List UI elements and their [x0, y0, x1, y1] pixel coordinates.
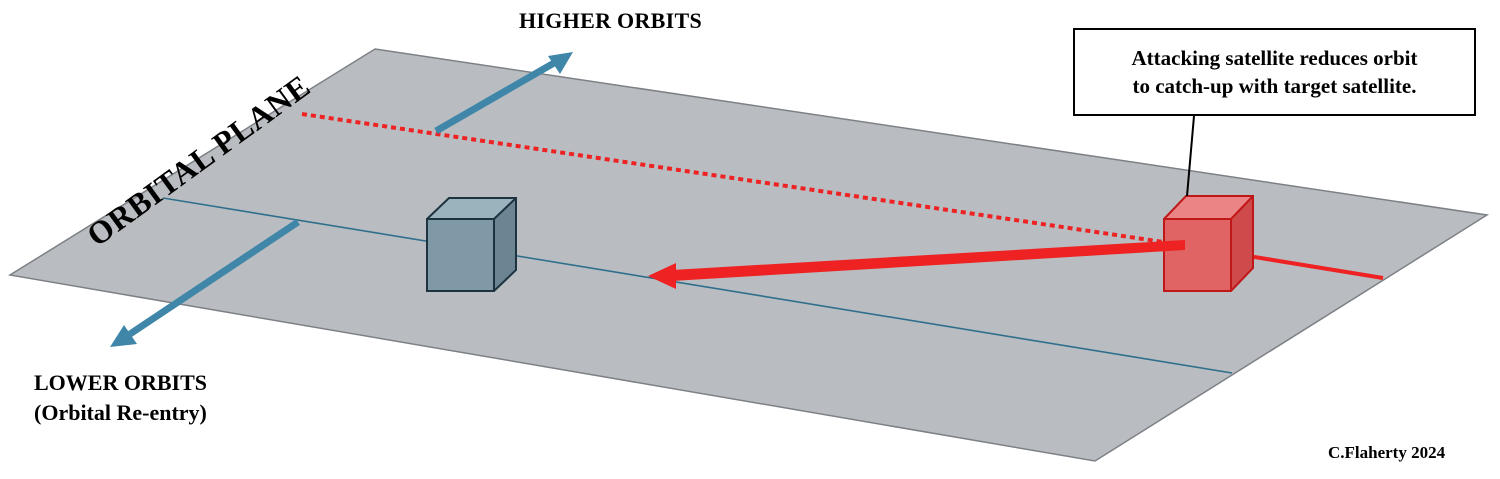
lower-orbits-arrow — [110, 219, 300, 347]
lower-orbits-title: LOWER ORBITS — [34, 370, 207, 395]
callout-box: Attacking satellite reduces orbit to cat… — [1073, 28, 1476, 116]
higher-orbits-label: HIGHER ORBITS — [519, 8, 703, 33]
callout-line-2: to catch-up with target satellite. — [1132, 74, 1417, 98]
orbital-plane-surface — [7, 48, 1490, 462]
higher-orbits-arrow — [434, 52, 573, 135]
credit-label: C.Flaherty 2024 — [1328, 443, 1446, 462]
callout-line-1: Attacking satellite reduces orbit — [1131, 46, 1418, 70]
target-satellite-cube — [426, 197, 517, 292]
callout-pointer-line — [1186, 115, 1195, 197]
lower-orbits-note: (Orbital Re-entry) — [34, 400, 207, 425]
attack-path-arrow — [648, 240, 1185, 289]
target-orbit-line — [162, 197, 1233, 374]
attacker-original-orbit-dotted-line — [301, 112, 1171, 245]
lower-orbits-label: LOWER ORBITS (Orbital Re-entry) — [34, 368, 207, 428]
attacking-satellite-cube — [1163, 195, 1254, 292]
